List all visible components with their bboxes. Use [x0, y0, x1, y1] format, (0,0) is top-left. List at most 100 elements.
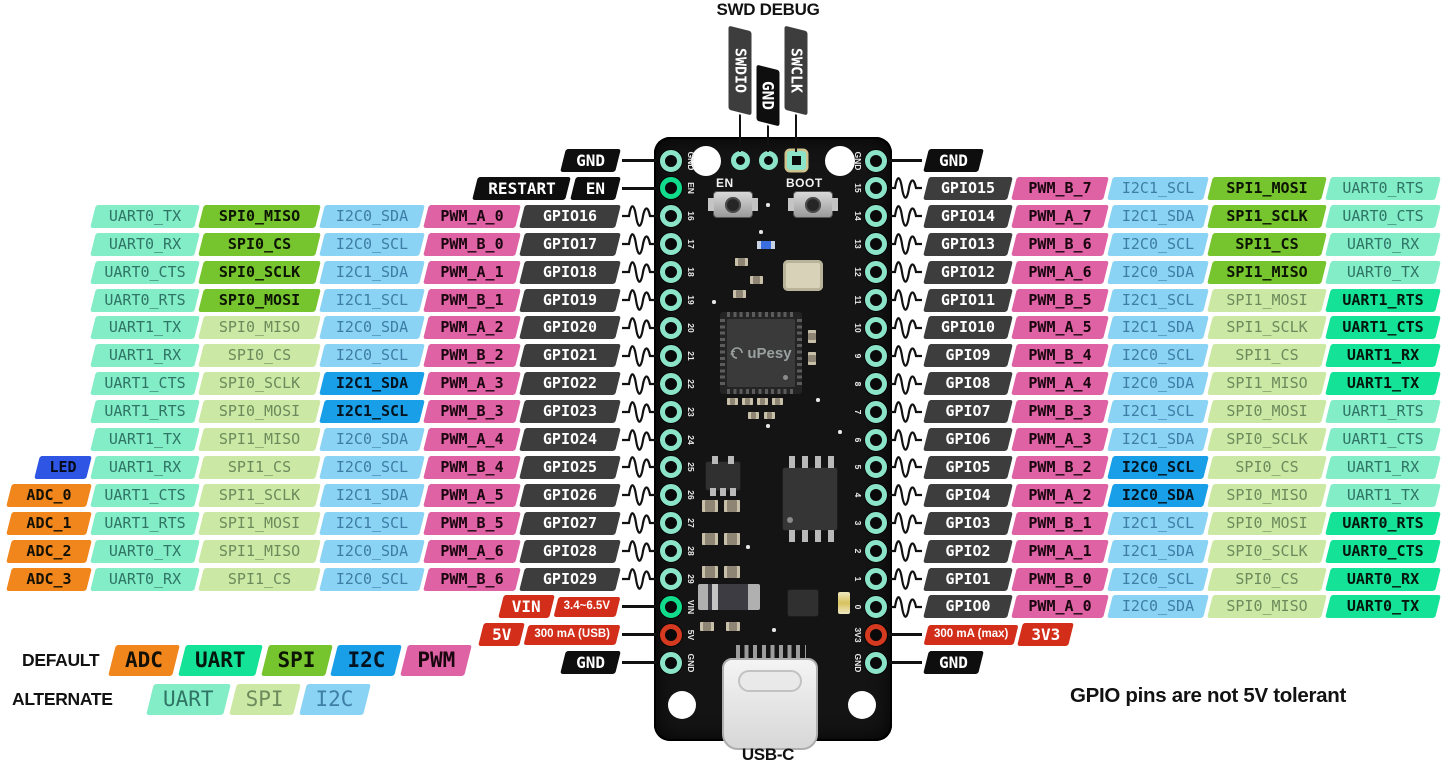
badge-spi0-miso: SPI0_MISO	[1210, 484, 1324, 507]
pin-pad-13	[865, 233, 887, 256]
tolerance-note: GPIO pins are not 5V tolerant	[1069, 684, 1347, 707]
silkscreen-label: 6	[853, 437, 863, 442]
badge-uart0-rx: UART0_RX	[93, 233, 197, 256]
squiggle-connector	[888, 261, 922, 283]
via	[766, 424, 770, 428]
badge-text: I2C1_SDA	[1121, 318, 1195, 337]
en-button-cap	[725, 196, 741, 213]
badge-text: I2C1_SDA	[335, 374, 409, 393]
badge-gpio0: GPIO0	[926, 595, 1010, 618]
squiggle-connector	[622, 344, 656, 367]
line-connector	[622, 633, 656, 637]
swd-leader-line	[739, 110, 741, 152]
pin-pad-18	[660, 261, 682, 284]
badge-gpio29: GPIO29	[522, 568, 618, 591]
badge-i2c1-sda: I2C1_SDA	[1110, 205, 1206, 228]
squiggle-connector	[622, 372, 656, 395]
component-leg	[712, 456, 718, 464]
badge-pwm-a-3: PWM_A_3	[1014, 428, 1106, 451]
badge-300-ma-usb-: 300 mA (USB)	[526, 625, 618, 645]
badge-text: I2C0_SDA	[335, 206, 409, 225]
badge-spi1-cs: SPI1_CS	[1210, 233, 1324, 256]
badge-text: PWM_B_2	[1028, 457, 1092, 476]
badge-text: GPIO25	[542, 457, 598, 476]
silkscreen-label: 26	[686, 490, 696, 501]
squiggle-connector	[888, 344, 922, 367]
badge-pwm-b-0: PWM_B_0	[1014, 568, 1106, 591]
silkscreen-label: 10	[853, 323, 863, 333]
pin-pad-14	[865, 205, 887, 228]
badge-pwm-b-6: PWM_B_6	[1014, 233, 1106, 256]
badge-text: 5V	[492, 625, 512, 645]
badge-gpio12: GPIO12	[926, 261, 1010, 284]
pin-pad-gnd	[865, 149, 887, 172]
badge-text: I2C0_SDA	[335, 430, 409, 448]
badge-gpio19: GPIO19	[522, 289, 618, 312]
badge-spi0-cs: SPI0_CS	[201, 344, 318, 367]
badge-uart1-rx: UART1_RX	[1328, 456, 1438, 479]
badge-text: UART0_TX	[1346, 597, 1420, 616]
badge-text: UART0_RX	[108, 569, 182, 588]
badge-gnd: GND	[926, 651, 981, 674]
pin-pad-8	[865, 372, 887, 395]
pin-pad-24	[660, 428, 682, 451]
capacitor	[748, 412, 759, 419]
badge-restart: RESTART	[475, 177, 568, 200]
badge-uart0-rx: UART0_RX	[93, 568, 197, 591]
badge-text: UART0_RX	[1346, 569, 1420, 588]
badge-text: SPI	[277, 648, 316, 672]
badge-uart0-cts: UART0_CTS	[93, 261, 197, 284]
pin-pad-4	[865, 484, 887, 507]
badge-text: SPI1_CS	[1235, 346, 1299, 365]
badge-i2c1-scl: I2C1_SCL	[1110, 400, 1206, 423]
squiggle-connector	[888, 512, 922, 535]
squiggle-connector	[888, 205, 922, 228]
badge-text: GPIO23	[542, 402, 598, 421]
badge-text: I2C1_SCL	[335, 513, 409, 532]
component-leg	[730, 488, 736, 496]
badge-text: SPI0_SCLK	[1226, 541, 1308, 560]
badge-text: PWM_A_6	[440, 541, 504, 560]
silkscreen-label: 24	[686, 434, 696, 445]
capacitor	[808, 330, 816, 343]
badge-text: I2C1_SCL	[1121, 513, 1195, 532]
silkscreen-label: 20	[686, 323, 696, 333]
badge-text: PWM_B_3	[1028, 402, 1092, 421]
silkscreen-label: 3V3	[853, 627, 863, 643]
badge-uart0-tx: UART0_TX	[1328, 261, 1438, 284]
badge-gpio7: GPIO7	[926, 400, 1010, 423]
pcb-board	[654, 137, 892, 741]
badge-text: UART0_TX	[108, 541, 182, 560]
legend-badge-uart-alternate: UART	[150, 684, 227, 715]
badge-text: I2C1_SCL	[1121, 178, 1195, 197]
badge-text: PWM_B_1	[440, 290, 504, 309]
badge-spi1-sclk: SPI1_SCLK	[201, 484, 318, 507]
line-connector	[622, 159, 656, 162]
badge-text: PWM_A_3	[440, 374, 504, 393]
badge-text: I2C0_SCL	[335, 234, 409, 253]
badge-text: GPIO11	[940, 290, 996, 309]
badge-text: UART1_CTS	[1342, 318, 1424, 337]
silkscreen-label: VIN	[686, 599, 696, 614]
swd-leader-line	[767, 110, 769, 152]
status-led	[757, 241, 775, 249]
badge-gpio27: GPIO27	[522, 512, 618, 535]
badge-gpio9: GPIO9	[926, 344, 1010, 367]
mounting-hole	[825, 146, 855, 176]
badge-text: SPI	[245, 687, 284, 711]
badge-text: PWM_B_6	[440, 569, 504, 588]
badge-adc-0: ADC_0	[9, 484, 89, 507]
badge-text: 300 mA (max)	[934, 628, 1009, 641]
badge-text: ADC_2	[26, 541, 72, 560]
badge-uart1-tx: UART1_TX	[1328, 484, 1438, 507]
badge-text: GPIO6	[945, 430, 991, 448]
chip-die: uPesy	[727, 319, 795, 387]
